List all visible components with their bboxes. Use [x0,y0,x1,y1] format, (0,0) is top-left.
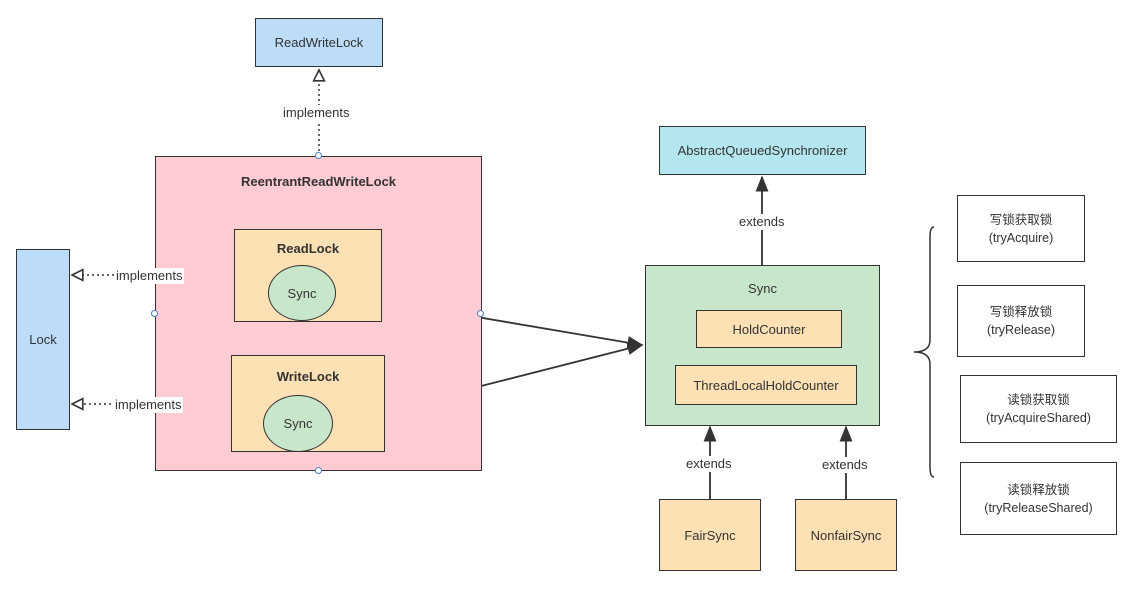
resize-handle-right[interactable] [477,310,484,317]
threadlocalholdcounter-node[interactable]: ThreadLocalHoldCounter [675,365,857,405]
writelock-title: WriteLock [276,369,340,384]
fairsync-extends-label: extends [684,456,734,472]
note-write-release-line2: (tryRelease) [986,323,1056,337]
note-write-acquire-line2: (tryAcquire) [988,230,1054,245]
sync-title: Sync [748,281,777,296]
note-read-acquire-line1: 读锁获取锁 [1007,393,1070,407]
sync-extends-label: extends [737,214,787,230]
resize-handle-bottom[interactable] [315,467,322,474]
note-read-acquire-line2: (tryAcquireShared) [986,411,1091,425]
lock-node[interactable]: Lock [16,249,70,430]
resize-handle-top[interactable] [315,152,322,159]
reentrant-read-write-lock-title: ReentrantReadWriteLock [240,174,397,189]
readlock-sync-label: Sync [287,285,317,301]
writelock-implements-label: implements [113,397,184,413]
nonfairsync-node[interactable]: NonfairSync [795,499,897,571]
readwritelock-label: ReadWriteLock [274,35,364,50]
note-write-acquire-line1: 写锁获取锁 [989,212,1053,227]
note-read-release-line2: (tryReleaseShared) [984,500,1093,515]
note-write-release[interactable]: 写锁释放锁 (tryRelease) [957,285,1085,357]
readwritelock-node[interactable]: ReadWriteLock [255,18,383,67]
readlock-implements-label: implements [114,268,185,284]
nonfairsync-label: NonfairSync [810,527,882,543]
aqs-label: AbstractQueuedSynchronizer [677,143,848,158]
note-read-acquire[interactable]: 读锁获取锁 (tryAcquireShared) [960,375,1117,443]
nonfairsync-extends-label: extends [820,457,870,473]
holdcounter-label: HoldCounter [732,321,806,337]
note-read-release[interactable]: 读锁释放锁 (tryReleaseShared) [960,462,1117,535]
readlock-title: ReadLock [276,241,340,256]
writelock-sync-node[interactable]: Sync [263,395,333,452]
resize-handle-left[interactable] [151,310,158,317]
note-write-release-line1: 写锁释放锁 [989,305,1053,319]
threadlocalholdcounter-label: ThreadLocalHoldCounter [693,377,839,393]
fairsync-label: FairSync [684,527,736,543]
note-write-acquire[interactable]: 写锁获取锁 (tryAcquire) [957,195,1085,262]
rrwl-implements-label: implements [281,105,352,121]
curly-brace [913,226,935,478]
lock-label: Lock [29,332,57,347]
fairsync-node[interactable]: FairSync [659,499,761,571]
holdcounter-node[interactable]: HoldCounter [696,310,842,348]
note-read-release-line1: 读锁释放锁 [1007,482,1070,497]
writelock-sync-label: Sync [283,416,313,431]
readlock-sync-node[interactable]: Sync [268,265,336,321]
aqs-node[interactable]: AbstractQueuedSynchronizer [659,126,866,175]
